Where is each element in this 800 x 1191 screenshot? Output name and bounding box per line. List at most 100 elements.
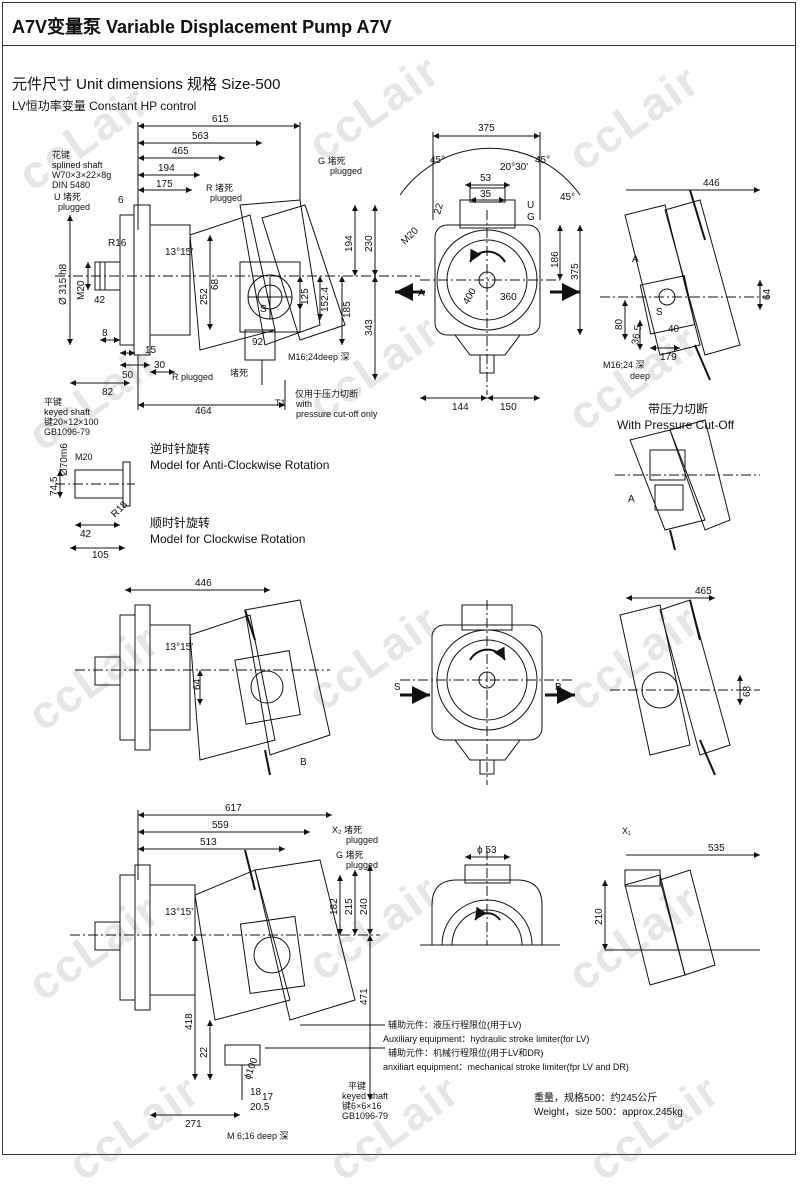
svg-text:13°15': 13°15' (165, 247, 193, 258)
svg-text:194: 194 (344, 235, 355, 252)
svg-text:375: 375 (478, 123, 495, 134)
svg-text:50: 50 (122, 370, 134, 381)
label-keyed-cn: 平键 (44, 397, 63, 407)
label-g-plugged-en: plugged (330, 166, 363, 176)
label-x2-plugged-en: plugged (346, 835, 379, 845)
svg-text:42: 42 (80, 529, 92, 540)
svg-text:R18: R18 (109, 499, 130, 520)
svg-text:210: 210 (594, 908, 605, 925)
svg-text:74.5: 74.5 (49, 476, 60, 496)
svg-text:13°15': 13°15' (165, 642, 193, 653)
svg-text:185: 185 (342, 301, 353, 318)
svg-text:20°30': 20°30' (500, 162, 528, 173)
svg-text:64: 64 (192, 678, 203, 690)
label-x2-plugged-cn: X₂ 堵死 (332, 825, 362, 835)
svg-text:20.5: 20.5 (250, 1102, 270, 1113)
label-cutoff-en1: with (296, 399, 313, 409)
label-g2-plugged-en: plugged (346, 860, 379, 870)
label-m16-deep: M16;24deep 深 (288, 352, 350, 362)
svg-text:S: S (656, 307, 663, 318)
svg-text:M20: M20 (399, 225, 421, 247)
label-aux2-en: anxiliart equipment：mechanical stroke li… (383, 1062, 629, 1072)
svg-text:Ø70m6: Ø70m6 (59, 443, 70, 476)
svg-text:105: 105 (92, 550, 109, 561)
svg-text:42: 42 (94, 295, 106, 306)
label-m16-right: M16;24 深 (603, 360, 645, 370)
svg-text:179: 179 (660, 352, 677, 363)
label-keyed2-cn: 平键 (348, 1081, 367, 1091)
svg-text:617: 617 (225, 803, 242, 814)
label-g-plugged-cn: G 堵死 (318, 156, 346, 166)
svg-text:45°: 45° (560, 192, 575, 203)
svg-text:80: 80 (614, 318, 625, 330)
svg-text:8: 8 (102, 328, 108, 339)
label-aux2-cn: 辅助元件：机械行程限位(用于LV和DR) (388, 1048, 544, 1058)
svg-text:446: 446 (195, 578, 212, 589)
svg-text:343: 343 (364, 319, 375, 336)
svg-text:M20: M20 (76, 280, 87, 300)
label-keyed2-en: keyed shaft (342, 1091, 389, 1101)
svg-text:194: 194 (158, 163, 175, 174)
svg-text:92: 92 (252, 337, 264, 348)
page-frame (2, 2, 796, 1155)
svg-text:45°: 45° (535, 155, 550, 166)
svg-text:240: 240 (359, 898, 370, 915)
svg-text:U: U (527, 200, 534, 211)
label-u-plugged-cn: U 堵死 (54, 192, 82, 202)
svg-text:45°: 45° (430, 155, 445, 166)
label-aux1-en: Auxiliary equipment：hydraulic stroke lim… (383, 1034, 590, 1044)
svg-text:S: S (260, 304, 267, 315)
svg-text:22: 22 (432, 202, 446, 216)
label-m20: M20 (75, 452, 93, 462)
svg-text:36.5: 36.5 (630, 324, 644, 346)
label-keyed-spec: 键20×12×100 (44, 417, 99, 427)
svg-text:13°15': 13°15' (165, 907, 193, 918)
svg-text:464: 464 (195, 406, 212, 417)
title-bar: A7V变量泵 Variable Displacement Pump A7V (2, 2, 796, 46)
svg-text:252: 252 (199, 288, 210, 305)
svg-text:535: 535 (708, 843, 725, 854)
svg-text:215: 215 (344, 898, 355, 915)
svg-text:R16: R16 (108, 238, 127, 249)
section-subtitle: 元件尺寸 Unit dimensions 规格 Size-500 (12, 76, 281, 93)
svg-text:271: 271 (185, 1119, 202, 1130)
right-view-clockwise (610, 595, 760, 776)
svg-text:400: 400 (461, 286, 479, 306)
svg-text:A: A (418, 288, 425, 299)
svg-text:513: 513 (200, 837, 217, 848)
svg-text:471: 471 (359, 988, 370, 1005)
side-view-stroke-limiter (70, 810, 385, 1118)
right-view-stroke-limiter (602, 852, 760, 986)
label-cutoff-en2: pressure cut-off only (296, 409, 378, 419)
svg-text:G: G (527, 212, 535, 223)
svg-text:ϕ 53: ϕ 53 (477, 845, 497, 856)
front-view-anti-clockwise (395, 132, 583, 401)
svg-text:A: A (628, 494, 635, 505)
label-u-plugged-en: plugged (58, 202, 91, 212)
svg-text:B: B (555, 682, 562, 693)
label-clock-cn: 顺时针旋转 (150, 516, 211, 530)
label-weight-en: Weight，size 500：approx.245kg (534, 1107, 683, 1118)
label-r-plugged-en: plugged (210, 193, 243, 203)
label-cutoff-cn: 仅用于压力切断 (295, 389, 359, 399)
label-keyed-gb: GB1096-79 (44, 427, 91, 437)
svg-text:446: 446 (703, 178, 720, 189)
label-x1: X₁ (622, 826, 632, 836)
svg-text:40: 40 (668, 324, 680, 335)
svg-text:17: 17 (262, 1092, 274, 1103)
label-anti-en: Model for Anti-Clockwise Rotation (150, 458, 330, 472)
label-splined-spec: W70×3×22×8g (52, 170, 112, 180)
svg-text:64: 64 (762, 288, 773, 300)
label-splined-en: splined shaft (52, 160, 103, 170)
svg-text:S: S (394, 682, 401, 693)
label-splined-cn: 花键 (52, 150, 71, 160)
label-plugged-cn: 堵死 (230, 368, 249, 378)
svg-text:150: 150 (500, 402, 517, 413)
svg-text:B: B (300, 757, 307, 768)
svg-text:ϕ100: ϕ100 (242, 1056, 260, 1081)
label-r-plugged-cn: R 堵死 (206, 183, 234, 193)
front-view-stroke-limiter (420, 850, 560, 946)
label-g2-plugged-cn: G 堵死 (336, 850, 364, 860)
svg-text:175: 175 (156, 179, 173, 190)
